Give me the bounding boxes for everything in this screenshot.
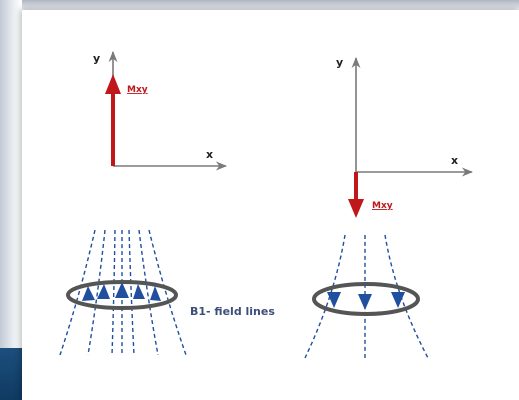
right-field-lines — [304, 234, 429, 359]
right-coil-loop — [312, 282, 420, 316]
left-field-arrow-up — [115, 282, 129, 298]
left-field-arrow-up — [150, 286, 161, 301]
right-vector-head — [348, 199, 364, 218]
right-vector-label: Mxy — [372, 201, 393, 211]
right-y-axis-label: y — [336, 56, 343, 69]
left-field-arrow-up — [82, 286, 95, 301]
right-field-arrow-down — [327, 292, 341, 308]
window-top-border — [0, 0, 519, 10]
left-field-line — [148, 229, 187, 356]
right-x-axis-label: x — [451, 154, 458, 167]
right-field-line — [384, 234, 429, 359]
left-vector-head — [105, 74, 121, 94]
right-field-arrow-down — [358, 294, 372, 310]
right-field-arrows — [327, 292, 405, 310]
left-vector-label: Mxy — [127, 85, 148, 95]
left-field-line — [138, 229, 159, 356]
left-y-axis-label: y — [93, 52, 100, 65]
left-field-arrow-up — [97, 284, 110, 299]
left-x-axis-label: x — [206, 148, 213, 161]
window-left-accent-bar — [0, 348, 22, 400]
left-field-arrows — [82, 282, 161, 301]
diagram-panel — [22, 10, 519, 400]
right-field-arrow-down — [391, 292, 405, 308]
field-lines-label: B1- field lines — [190, 305, 275, 318]
left-field-line — [87, 229, 106, 356]
right-field-line — [304, 234, 346, 359]
left-magnetization-vector: Mxy — [105, 74, 148, 166]
left-field-line — [128, 229, 135, 356]
window-left-border — [0, 0, 22, 400]
left-field-line — [59, 229, 96, 356]
left-field-line — [111, 229, 116, 356]
left-field-arrow-up — [133, 284, 145, 299]
right-magnetization-vector: Mxy — [348, 172, 393, 218]
right-axes: y x — [336, 56, 474, 177]
